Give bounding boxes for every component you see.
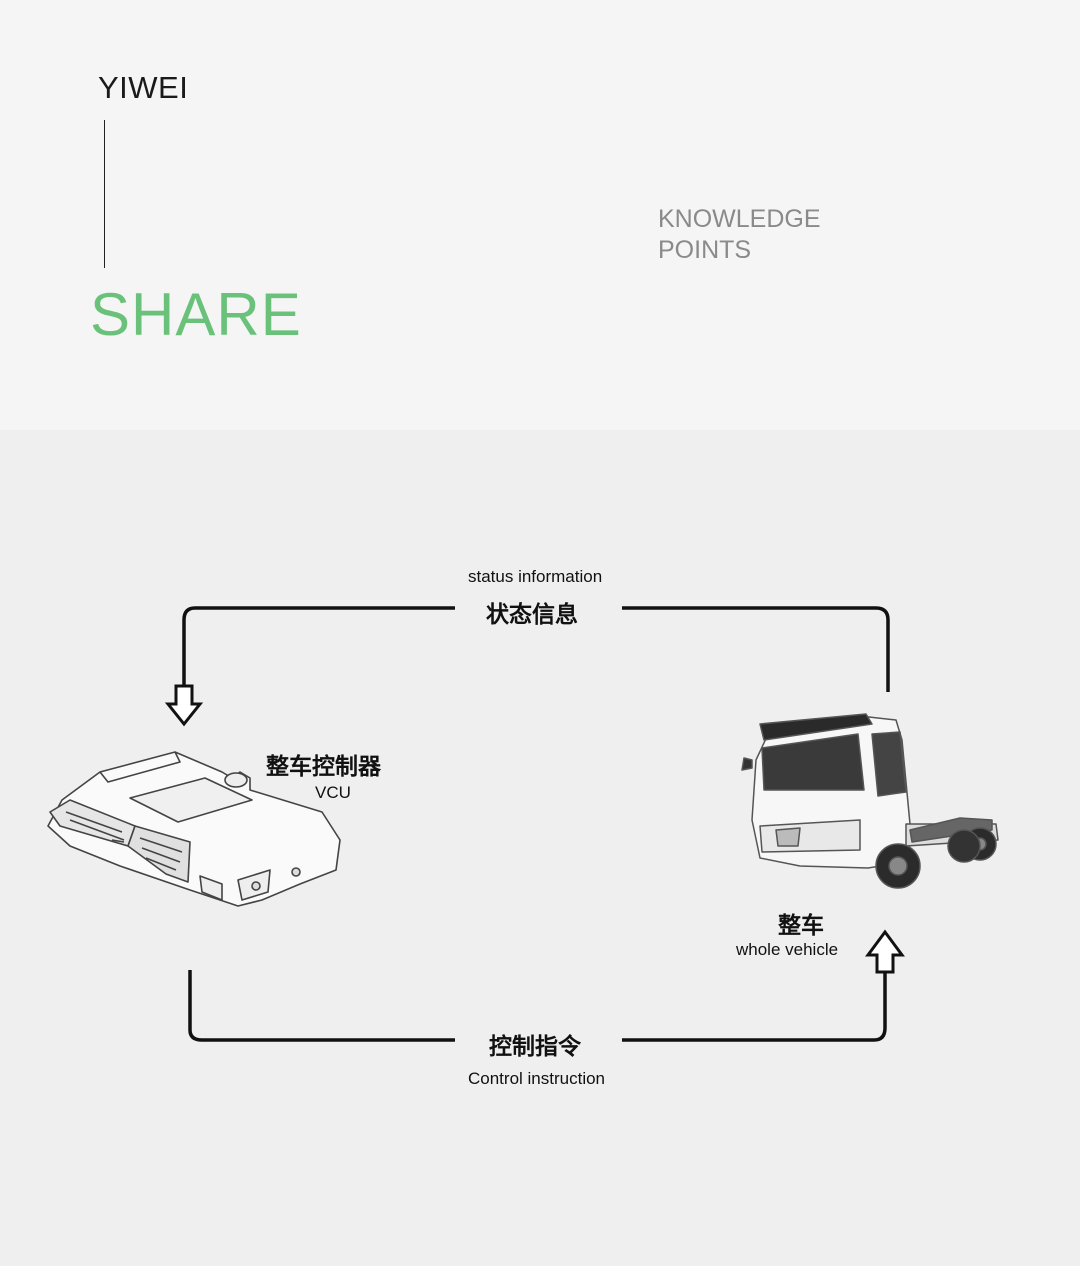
status-zh-label: 状态信息 xyxy=(486,602,578,628)
vehicle-zh-label: 整车 xyxy=(778,913,824,939)
brand-logo: YIWEI xyxy=(98,70,189,105)
down-arrow-icon xyxy=(164,684,204,727)
vcu-en-label: VCU xyxy=(315,783,351,802)
vcu-zh-label: 整车控制器 xyxy=(266,754,381,780)
control-connector-left xyxy=(188,970,455,1042)
status-connector-left xyxy=(182,606,455,690)
control-en-label: Control instruction xyxy=(468,1069,606,1088)
vcu-icon xyxy=(47,751,341,907)
truck-icon xyxy=(741,713,999,889)
header-panel xyxy=(0,0,1080,430)
status-connector-right xyxy=(622,606,890,692)
control-zh-label: 控制指令 xyxy=(489,1034,581,1060)
vertical-divider xyxy=(104,120,105,268)
vehicle-en-label: whole vehicle xyxy=(736,940,839,959)
knowledge-points-heading: KNOWLEDGE POINTS xyxy=(658,204,821,266)
status-en-label: status information xyxy=(468,567,603,586)
up-arrow-icon xyxy=(865,929,905,974)
control-connector-right xyxy=(622,972,887,1042)
knowledge-line-1: KNOWLEDGE xyxy=(658,205,821,233)
share-title: SHARE xyxy=(90,281,302,348)
knowledge-line-2: POINTS xyxy=(658,236,752,264)
